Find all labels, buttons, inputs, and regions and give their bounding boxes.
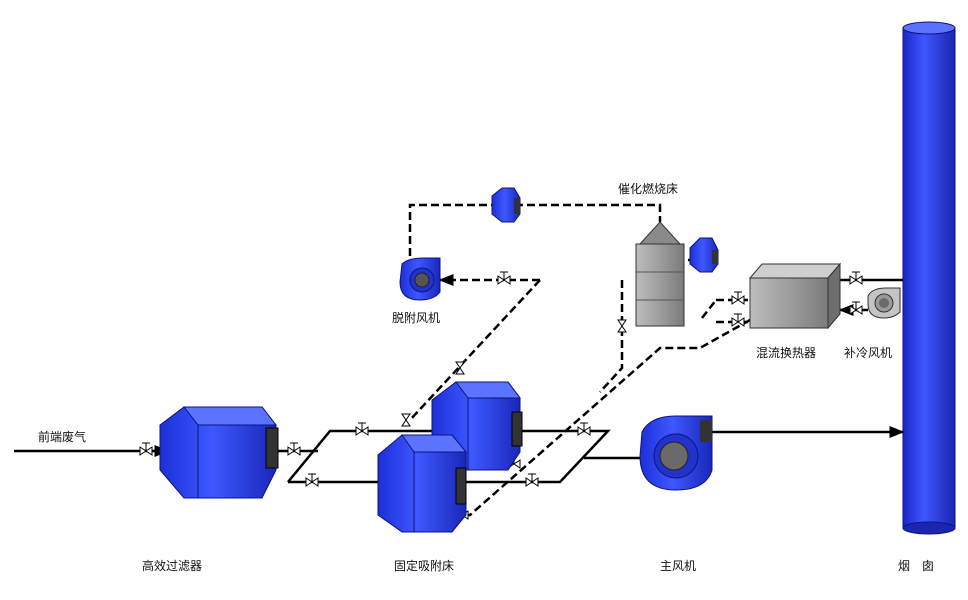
valve	[849, 301, 863, 315]
valve	[731, 313, 745, 327]
valves	[139, 271, 863, 520]
valve	[455, 361, 465, 375]
heat-exchanger	[748, 262, 842, 330]
valve	[525, 473, 539, 487]
high-efficiency-filter	[159, 406, 279, 499]
valve	[401, 413, 411, 427]
flame-arrester-top	[491, 187, 521, 223]
valve	[731, 291, 745, 305]
valve	[577, 422, 591, 436]
valve	[355, 422, 369, 436]
valve	[497, 271, 511, 285]
cooling-fan	[867, 287, 901, 319]
catalytic-combustion-bed	[635, 221, 685, 327]
chimney	[902, 21, 956, 535]
adsorber-front	[377, 434, 468, 533]
label-inlet: 前端废气	[38, 429, 86, 444]
label-desorb-fan: 脱附风机	[392, 310, 440, 325]
label-adsorber: 固定吸附床	[394, 558, 454, 573]
main-fan	[639, 415, 713, 491]
valve	[849, 271, 863, 285]
valve	[287, 442, 301, 456]
label-chimney: 烟 囱	[898, 559, 934, 573]
label-main-fan: 主风机	[660, 559, 696, 573]
label-catalytic: 催化燃烧床	[618, 181, 678, 196]
valve	[305, 473, 319, 487]
valve	[617, 319, 627, 333]
label-heat-exchanger: 混流换热器	[756, 346, 816, 360]
label-cooling-fan: 补冷风机	[844, 346, 892, 360]
valve	[139, 442, 153, 456]
flame-arrester-right	[689, 237, 719, 273]
desorption-fan	[399, 257, 441, 301]
label-filter: 高效过滤器	[142, 558, 202, 573]
